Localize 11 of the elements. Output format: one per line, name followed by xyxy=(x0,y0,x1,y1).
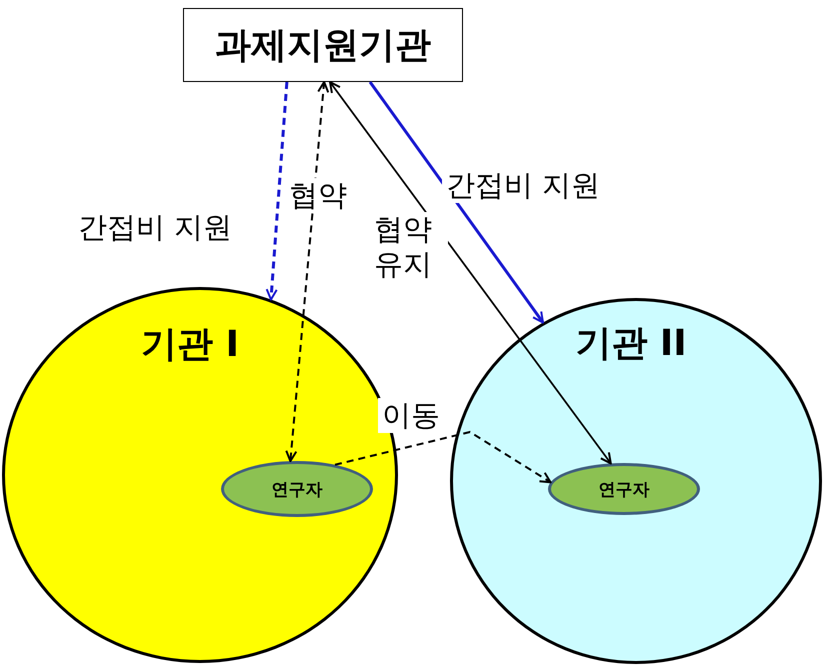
arrow xyxy=(334,430,552,484)
arrow xyxy=(368,81,544,324)
node-label: 기관 II xyxy=(575,322,687,366)
arrow xyxy=(285,81,330,462)
node-label: 연구자 xyxy=(598,478,650,500)
node-label: 과제지원기관 xyxy=(215,24,431,68)
arrow xyxy=(266,82,288,300)
organization-box xyxy=(183,8,463,82)
node-label: 기관 I xyxy=(141,323,239,367)
node-label: 연구자 xyxy=(272,478,322,500)
arrow xyxy=(329,81,612,464)
